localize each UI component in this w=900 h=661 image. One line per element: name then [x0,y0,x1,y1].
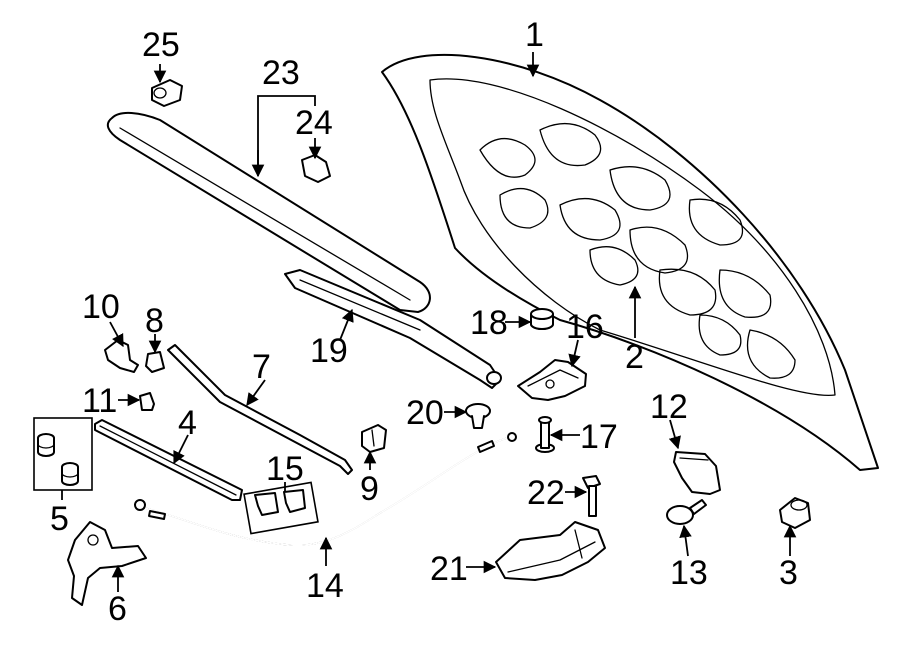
callout-17: 17 [580,418,618,456]
callout-18: 18 [470,304,508,342]
callout-23: 23 [262,54,300,92]
molding-23[interactable] [106,112,431,313]
callout-22: 22 [527,474,565,512]
callout-19: 19 [310,332,348,370]
callout-25: 25 [142,26,180,64]
push-clip-20[interactable] [465,403,491,429]
callout-2: 2 [625,338,644,376]
callout-16: 16 [566,308,604,346]
plug-icon [61,462,79,486]
bolt-22[interactable] [582,475,601,517]
callout-21: 21 [430,550,468,588]
push-pin-13[interactable] [666,499,707,525]
callout-7: 7 [252,348,271,386]
cap-18[interactable] [530,308,554,330]
insulator-12[interactable] [673,451,721,495]
callout-4: 4 [178,404,197,442]
callout-24: 24 [295,104,333,142]
plug-kit-5[interactable] [33,417,93,491]
callout-6: 6 [108,590,127,628]
striker-stud-17[interactable] [535,416,555,453]
clip-8[interactable] [145,351,165,373]
callout-9: 9 [360,470,379,508]
hood-seal-4[interactable] [94,419,243,501]
hood-panel[interactable] [381,53,879,471]
leader-lines [61,52,797,592]
release-cable-14[interactable] [134,432,517,546]
hood-hinge-21[interactable] [495,521,606,581]
callout-12: 12 [650,388,688,426]
prop-rod-7[interactable] [167,344,353,475]
callout-15: 15 [266,450,304,488]
callout-13: 13 [670,554,708,592]
callout-8: 8 [145,302,164,340]
bumper-25[interactable] [151,79,183,107]
latch-bracket-6[interactable] [67,521,147,606]
plug-icon [37,433,55,457]
callout-20: 20 [406,394,444,432]
retainer-9[interactable] [361,424,387,453]
hood-bumper-3[interactable] [779,497,811,529]
callout-11: 11 [82,382,117,420]
callout-10: 10 [82,288,120,326]
callout-3: 3 [779,554,798,592]
callout-5: 5 [50,500,69,538]
grommet-11[interactable] [139,392,155,411]
clip-24[interactable] [301,154,331,183]
callout-1: 1 [525,16,544,54]
callout-labels: 1 2 3 4 5 6 7 8 9 10 11 12 13 14 15 16 1… [50,16,798,628]
callout-14: 14 [306,567,344,605]
hood-latch-16[interactable] [517,359,587,401]
pad-kit-15[interactable] [243,481,319,535]
